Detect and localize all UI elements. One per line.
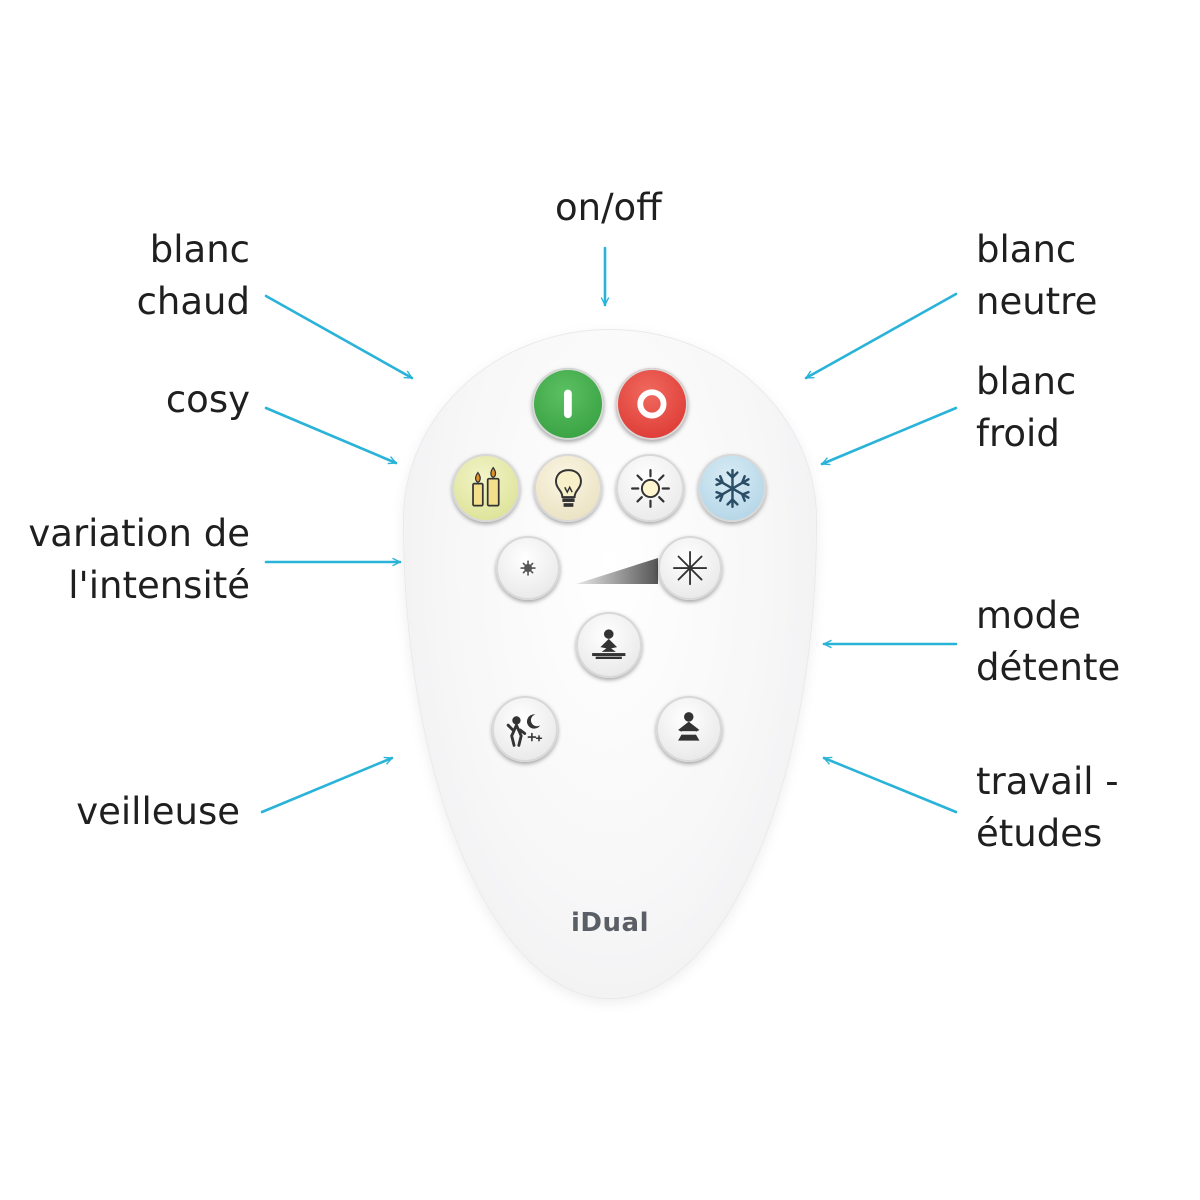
candles-icon (471, 466, 500, 506)
study-icon (678, 712, 700, 741)
snowflake-icon (714, 468, 750, 508)
meditation-icon (592, 629, 626, 660)
label-travail-etudes: travail - études (976, 760, 1119, 855)
arrow-travail-etudes (824, 758, 958, 814)
small-star-icon (520, 560, 536, 576)
relax-mode-button[interactable] (576, 612, 642, 678)
arrow-cosy (264, 406, 396, 465)
label-mode-detente: mode détente (976, 594, 1121, 689)
label-blanc-neutre: blanc neutre (976, 228, 1098, 323)
intensity-ramp-icon (576, 558, 658, 584)
cold-white-button[interactable] (698, 454, 766, 522)
sun-icon (630, 468, 670, 508)
label-blanc-froid: blanc froid (976, 360, 1077, 455)
label-veilleuse: veilleuse (76, 790, 240, 833)
off-button[interactable] (616, 368, 688, 440)
label-on-off: on/off (555, 186, 662, 229)
dim-up-button[interactable] (658, 536, 722, 600)
label-cosy: cosy (165, 378, 250, 421)
label-variation: variation de l'intensité (28, 512, 250, 607)
neutral-white-button[interactable] (616, 454, 684, 522)
label-blanc-chaud: blanc chaud (136, 228, 250, 323)
brand-logo: iDual (571, 908, 649, 938)
large-star-icon (672, 550, 708, 586)
power-on-icon (564, 389, 572, 419)
arrow-veilleuse (260, 756, 392, 814)
arrow-blanc-chaud (264, 294, 412, 380)
dim-down-button[interactable] (496, 536, 560, 600)
bulb-icon (554, 468, 582, 507)
night-light-icon (506, 714, 543, 748)
warm-white-button[interactable] (534, 454, 602, 522)
cosy-button[interactable] (452, 454, 520, 522)
power-off-icon (637, 389, 667, 419)
on-button[interactable] (532, 368, 604, 440)
arrow-blanc-froid (822, 406, 958, 466)
arrow-blanc-neutre (806, 292, 958, 380)
night-light-button[interactable] (492, 696, 558, 762)
work-study-button[interactable] (656, 696, 722, 762)
